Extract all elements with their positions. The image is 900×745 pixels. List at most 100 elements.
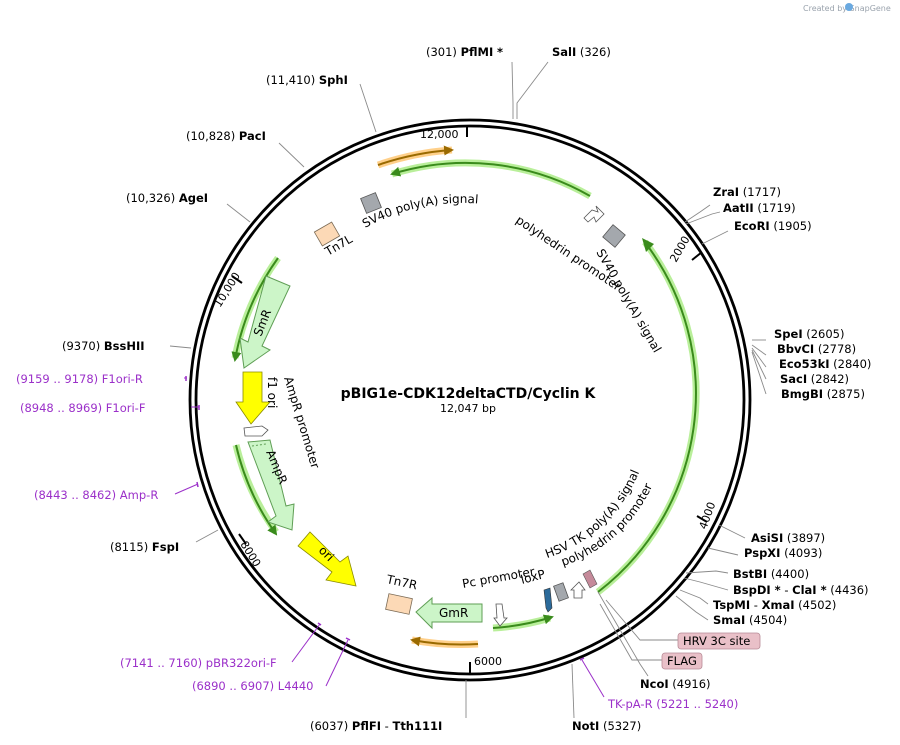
svg-text:(6037) PflFI - Tth111I: (6037) PflFI - Tth111I — [310, 719, 442, 733]
primer-pbr322ori-f: (7141 .. 7160) pBR322ori-F — [120, 656, 277, 670]
svg-text:PspXI (4093): PspXI (4093) — [744, 546, 822, 560]
svg-text:(8115) FspI: (8115) FspI — [110, 540, 179, 554]
svg-text:Eco53kI (2840): Eco53kI (2840) — [779, 357, 871, 371]
green-feature-arrow-right — [595, 238, 700, 595]
primer-amp-r: (8443 .. 8462) Amp-R — [34, 488, 158, 502]
svg-text:(10,828) PacI: (10,828) PacI — [186, 129, 266, 143]
svg-text:SpeI (2605): SpeI (2605) — [774, 327, 845, 341]
restriction-site-bsshii: (9370) BssHII — [62, 339, 145, 353]
sv40-polya-box-top — [360, 192, 382, 214]
svg-text:AatII (1719): AatII (1719) — [723, 201, 796, 215]
orange-feature-arrow-bottom — [410, 636, 479, 648]
svg-text:(7141 .. 7160) pBR322ori-F: (7141 .. 7160) pBR322ori-F — [120, 656, 277, 670]
svg-text:BspDI * - ClaI * (4436): BspDI * - ClaI * (4436) — [733, 583, 869, 597]
orange-feature-arrow-top — [376, 145, 454, 169]
restriction-site-noti: NotI (5327) — [572, 719, 641, 733]
tick-label-10000: 10,000 — [212, 270, 243, 310]
green-feature-arrow-lower-left — [232, 444, 279, 536]
restriction-site-bstbi: BstBI (4400) — [733, 567, 809, 581]
restriction-site-pspxi: PspXI (4093) — [744, 546, 822, 560]
ampr-arrow — [247, 439, 295, 531]
svg-text:(9159 .. 9178) F1ori-R: (9159 .. 9178) F1ori-R — [16, 372, 143, 386]
restriction-site-asisi: AsiSI (3897) — [751, 531, 825, 545]
tn7r-box — [385, 593, 413, 615]
restriction-site-tspmi-xmai: TspMI - XmaI (4502) — [713, 598, 836, 612]
restriction-site-sphi: (11,410) SphI — [266, 73, 348, 87]
svg-text:(10,326) AgeI: (10,326) AgeI — [126, 191, 208, 205]
ampr-promoter-label: AmpR promoter — [281, 375, 322, 470]
f1-ori-arrow — [235, 371, 271, 425]
tick-label-12000: 12,000 — [420, 128, 459, 141]
restriction-site-bspdi-clai: BspDI * - ClaI * (4436) — [733, 583, 869, 597]
primer-leaders — [174, 376, 605, 698]
svg-text:TspMI - XmaI (4502): TspMI - XmaI (4502) — [713, 598, 836, 612]
restriction-site-agei: (10,326) AgeI — [126, 191, 208, 205]
primer-tk-pa-r: TK-pA-R (5221 .. 5240) — [607, 697, 738, 711]
restriction-site-aatii: AatII (1719) — [723, 201, 796, 215]
hsv-tk-polya-box — [553, 582, 569, 602]
svg-text:(8443 .. 8462) Amp-R: (8443 .. 8462) Amp-R — [34, 488, 158, 502]
gmr-arrow — [415, 596, 483, 630]
restriction-site-fspi: (8115) FspI — [110, 540, 179, 554]
svg-text:TK-pA-R (5221 .. 5240): TK-pA-R (5221 .. 5240) — [607, 697, 738, 711]
ori-arrow — [297, 531, 357, 587]
restriction-site-eco53ki: Eco53kI (2840) — [779, 357, 871, 371]
green-feature-arrow-left — [231, 255, 281, 362]
primer-f1ori-f: (8948 .. 8969) F1ori-F — [20, 401, 145, 415]
tick-label-6000: 6000 — [474, 655, 502, 668]
tick-10000 — [231, 275, 243, 284]
svg-text:EcoRI (1905): EcoRI (1905) — [734, 219, 812, 233]
sv40-polya-label-right: SV40 poly(A) signal — [593, 247, 664, 355]
tn7l-box — [313, 221, 341, 247]
svg-text:BmgBI (2875): BmgBI (2875) — [781, 387, 865, 401]
restriction-site-sali: SalI (326) — [552, 45, 611, 59]
svg-text:SmaI (4504): SmaI (4504) — [713, 613, 787, 627]
snapgene-logo-icon — [845, 3, 853, 11]
tick-4000 — [696, 515, 708, 523]
gmr-label: GmR — [439, 606, 468, 620]
primer-l4440: (6890 .. 6907) L4440 — [192, 679, 313, 693]
svg-text:FLAG: FLAG — [667, 654, 697, 668]
restriction-site-paci: (10,828) PacI — [186, 129, 266, 143]
polyhedrin-promoter-arrow-top — [583, 205, 605, 223]
flag-box: FLAG — [661, 652, 703, 670]
tick-label-8000: 8000 — [237, 539, 263, 570]
site-leaders — [169, 61, 767, 719]
primer-f1ori-r: (9159 .. 9178) F1ori-R — [16, 372, 143, 386]
tick-label-2000: 2000 — [667, 234, 692, 265]
plasmid-size: 12,047 bp — [440, 402, 496, 415]
restriction-site-smai: SmaI (4504) — [713, 613, 787, 627]
svg-text:AsiSI (3897): AsiSI (3897) — [751, 531, 825, 545]
tick-2000 — [691, 251, 703, 261]
svg-text:HRV 3C site: HRV 3C site — [683, 634, 750, 648]
tick-marks — [231, 125, 708, 674]
loxp-marker — [543, 587, 553, 613]
tag-marker — [582, 569, 598, 589]
svg-text:ZraI (1717): ZraI (1717) — [713, 185, 781, 199]
restriction-site-spei: SpeI (2605) — [774, 327, 845, 341]
restriction-site-ncoi: NcoI (4916) — [640, 677, 711, 691]
svg-text:SacI (2842): SacI (2842) — [780, 372, 849, 386]
sv40-polya-box-right — [602, 224, 626, 248]
tick-label-4000: 4000 — [697, 500, 719, 531]
tick-8000 — [238, 533, 247, 545]
ampr-promoter-arrow — [243, 425, 269, 437]
svg-text:SalI (326): SalI (326) — [552, 45, 611, 59]
svg-text:BbvCI (2778): BbvCI (2778) — [777, 342, 856, 356]
pc-promoter-arrow — [493, 603, 508, 627]
hrv-3c-site-box: HRV 3C site — [677, 632, 761, 650]
restriction-site-pflfi-tth111i: (6037) PflFI - Tth111I — [310, 719, 442, 733]
plasmid-name: pBIG1e-CDK12deltaCTD/Cyclin K — [341, 386, 597, 402]
svg-text:(301) PflMI *: (301) PflMI * — [426, 45, 503, 59]
loxp-label: loxP — [519, 567, 546, 587]
restriction-site-bmgbi: BmgBI (2875) — [781, 387, 865, 401]
smr-arrow — [239, 275, 291, 369]
svg-text:NcoI (4916): NcoI (4916) — [640, 677, 711, 691]
svg-text:BstBI (4400): BstBI (4400) — [733, 567, 809, 581]
restriction-site-pflmi: (301) PflMI * — [426, 45, 503, 59]
green-feature-arrow-bottom — [492, 614, 554, 632]
green-feature-arrow-top — [390, 159, 592, 200]
svg-text:(6890 .. 6907) L4440: (6890 .. 6907) L4440 — [192, 679, 313, 693]
restriction-site-bbvci: BbvCI (2778) — [777, 342, 856, 356]
svg-text:(9370) BssHII: (9370) BssHII — [62, 339, 145, 353]
